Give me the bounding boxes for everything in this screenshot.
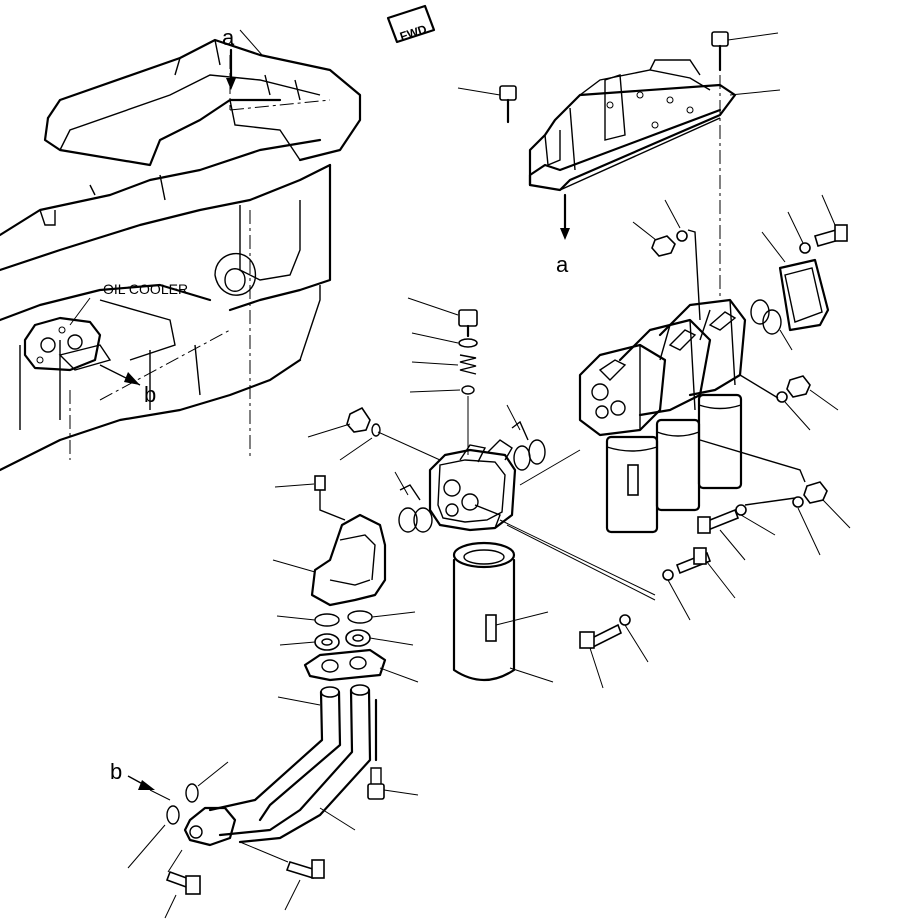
bracket-ref-a: a — [556, 193, 570, 277]
center-filter-head — [428, 439, 656, 601]
adapter-fitting — [272, 475, 387, 607]
center-filter-element — [452, 541, 554, 683]
engine-ref-a-text: a — [222, 25, 235, 50]
pipe-ref-b-text: b — [110, 759, 122, 784]
bypass-valve-stack — [407, 297, 478, 455]
head-nuts-top — [632, 199, 701, 321]
fwd-badge: FWD — [386, 4, 436, 44]
bracket-bolt-right — [711, 31, 779, 72]
adapter-orings — [276, 610, 416, 627]
oring-pair-left — [394, 471, 433, 533]
head-nuts-low-right — [699, 439, 851, 556]
oil-cooler-leader — [69, 297, 91, 326]
head-nuts-mid-right — [739, 374, 839, 431]
filter-head-assembly — [578, 298, 747, 534]
engine-ref-a: a — [222, 25, 263, 90]
fwd-text: FWD — [398, 22, 429, 44]
oil-pipe — [183, 684, 372, 847]
mounting-bracket — [528, 59, 737, 192]
head-orings-pair — [506, 404, 546, 471]
pipe-orings — [127, 761, 229, 869]
head-bolts-front — [579, 497, 796, 689]
oil-cooler-label: OIL COOLER — [103, 281, 188, 297]
bracket-bolt-left — [457, 85, 517, 124]
head-bolt-top-right — [787, 194, 848, 254]
bracket-ref-a-text: a — [556, 252, 569, 277]
head-cover-plate — [761, 231, 830, 332]
pipe-ref-b: b — [110, 759, 171, 801]
plug-and-oring — [307, 406, 441, 461]
head-orings — [750, 299, 793, 351]
reference-lines — [69, 55, 721, 460]
pipe-clamp-bolt — [367, 698, 419, 800]
cooler-ref-b-text: b — [144, 382, 156, 407]
pipe-flange-bolts — [164, 841, 325, 919]
engine-block — [0, 38, 362, 472]
adapter-seals — [279, 629, 414, 651]
bracket-leader — [729, 89, 781, 96]
cooler-ref-b: b — [99, 364, 156, 407]
pipe-flange-gasket — [303, 648, 419, 683]
